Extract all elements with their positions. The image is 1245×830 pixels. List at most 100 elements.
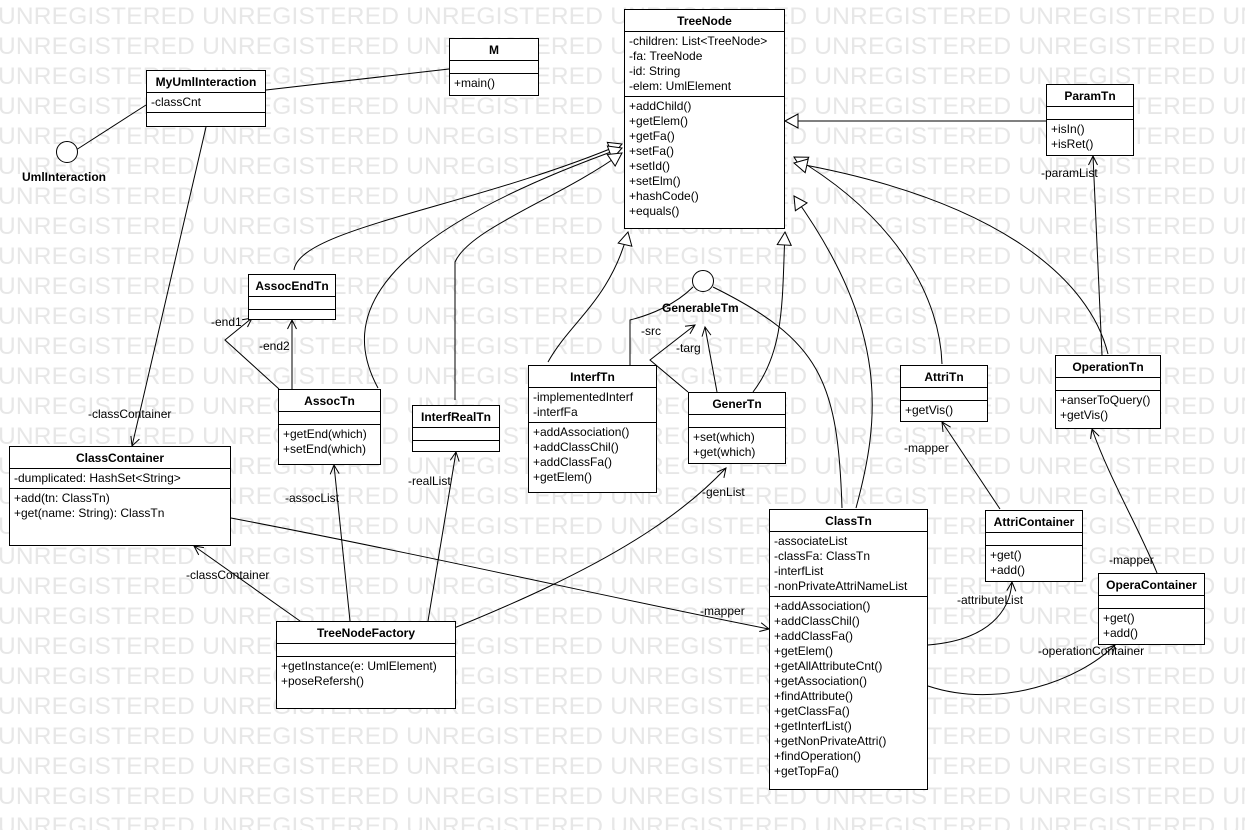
myumlinteraction-ops-section — [147, 113, 265, 125]
attribute-row: -elem: UmlElement — [629, 79, 732, 93]
watermark-line: UNREGISTERED UNREGISTERED UNREGISTERED U… — [0, 753, 1245, 780]
operation-row: +set(which) — [693, 430, 755, 444]
association-arrowhead — [1105, 644, 1116, 655]
watermark-line: UNREGISTERED UNREGISTERED UNREGISTERED U… — [0, 633, 1245, 660]
operation-row: +getEnd(which) — [283, 427, 367, 441]
operation-row: +poseRefersh() — [281, 674, 365, 688]
generalization-line — [293, 143, 623, 271]
class-treenode[interactable]: TreeNode-children: List<TreeNode>-fa: Tr… — [624, 9, 785, 229]
role-label-assoclist: -assocList — [285, 491, 340, 505]
operation-row: +addClassChil() — [774, 614, 860, 628]
class-operacontainer[interactable]: OperaContainer+get()+add() — [1098, 573, 1205, 645]
association-arrowhead — [130, 435, 140, 448]
generalization-line — [793, 195, 873, 509]
watermark-line: UNREGISTERED UNREGISTERED UNREGISTERED U… — [0, 273, 1245, 300]
generalization-line — [364, 147, 623, 389]
role-label-targ: -targ — [676, 341, 701, 355]
operation-row: +getElem() — [533, 470, 593, 484]
role-label-end2: -end2 — [259, 339, 290, 353]
class-interfrealtn[interactable]: InterfRealTn — [412, 405, 500, 452]
watermark-line: UNREGISTERED UNREGISTERED UNREGISTERED U… — [0, 783, 1245, 810]
operationtn-ops-section: +anserToQuery()+getVis() — [1056, 391, 1160, 425]
operation-row: +getVis() — [1060, 408, 1109, 422]
assoctn-attrs-section — [279, 412, 380, 425]
interface-realization-line — [712, 286, 843, 509]
class-paramtn[interactable]: ParamTn+isIn()+isRet() — [1046, 84, 1134, 156]
role-label-src: -src — [641, 324, 661, 338]
operation-row: +getAllAttributeCnt() — [774, 659, 883, 673]
association-line — [1091, 428, 1158, 574]
attribute-row: -fa: TreeNode — [629, 49, 703, 63]
role-label-reallist: -realList — [408, 474, 451, 488]
watermark-line: UNREGISTERED UNREGISTERED UNREGISTERED U… — [0, 3, 1245, 30]
interftn-name: InterfTn — [529, 366, 656, 388]
operation-row: +get() — [1103, 611, 1135, 625]
watermark-line: UNREGISTERED UNREGISTERED UNREGISTERED U… — [0, 33, 1245, 60]
class-genertn[interactable]: GenerTn+set(which)+get(which) — [688, 392, 786, 464]
class-operationtn[interactable]: OperationTn +anserToQuery()+getVis() — [1055, 355, 1161, 429]
operation-row: +getInstance(e: UmlElement) — [281, 659, 437, 673]
assocendtn-ops-section — [249, 310, 335, 322]
classtn-ops-section: +addAssociation()+addClassChil()+addClas… — [770, 597, 927, 781]
class-classtn[interactable]: ClassTn-associateList-classFa: ClassTn-i… — [769, 509, 928, 790]
operationtn-name: OperationTn — [1056, 356, 1160, 378]
attricontainer-attrs-section — [986, 533, 1082, 546]
generalization-arrowhead — [792, 158, 809, 174]
generabletm-interface-icon[interactable] — [692, 270, 714, 292]
operation-row: +setId() — [629, 159, 671, 173]
association-line — [265, 68, 450, 91]
operationtn-attrs-section — [1056, 378, 1160, 391]
association-line — [941, 421, 1001, 510]
myumlinteraction-name: MyUmlInteraction — [147, 71, 265, 93]
operation-row: +main() — [454, 76, 496, 90]
attribute-row: -classCnt — [151, 95, 202, 109]
class-assocendtn[interactable]: AssocEndTn — [248, 274, 336, 320]
operation-row: +get(name: String): ClassTn — [14, 506, 165, 520]
m-attrs-section — [450, 61, 538, 74]
watermark-line: UNREGISTERED UNREGISTERED UNREGISTERED U… — [0, 303, 1245, 330]
attribute-row: -children: List<TreeNode> — [629, 34, 768, 48]
class-classcontainer[interactable]: ClassContainer -dumplicated: HashSet<Stri… — [9, 446, 231, 546]
attribute-row: -classFa: ClassTn — [774, 549, 871, 563]
association-arrowhead — [329, 463, 340, 475]
generalization-arrowhead — [606, 152, 623, 168]
class-atricontainer[interactable]: AttriContainer+get()+add() — [985, 510, 1083, 582]
attribute-row: -dumplicated: HashSet<String> — [14, 471, 181, 485]
classtn-attrs-section: -associateList-classFa: ClassTn-interfLi… — [770, 532, 927, 597]
class-myumlinteraction[interactable]: MyUmlInteraction -classCnt — [146, 70, 266, 127]
association-arrowhead — [1006, 580, 1017, 592]
role-label-genlist: -genList — [702, 485, 745, 499]
operation-row: +isRet() — [1051, 137, 1094, 151]
generalization-arrowhead — [783, 113, 799, 129]
interfrealtn-ops-section — [413, 441, 499, 453]
class-attritn[interactable]: AttriTn+getVis() — [900, 365, 988, 422]
role-label-end1: -end1 — [211, 315, 242, 329]
operation-row: +findOperation() — [774, 749, 862, 763]
interftn-ops-section: +addAssociation()+addClassChil()+addClas… — [529, 423, 656, 487]
class-interftn[interactable]: InterfTn-implementedInterf-interfFa+addA… — [528, 365, 657, 493]
class-m[interactable]: M+main() — [449, 38, 539, 96]
umlinteraction-label: UmlInteraction — [22, 170, 107, 184]
role-label-classcontainer: -classContainer — [186, 568, 270, 582]
class-treenodefactory[interactable]: TreeNodeFactory+getInstance(e: UmlElemen… — [276, 621, 456, 709]
paramtn-attrs-section — [1047, 107, 1133, 120]
paramtn-name: ParamTn — [1047, 85, 1133, 107]
classcontainer-name: ClassContainer — [10, 447, 230, 469]
attribute-row: -interfList — [774, 564, 824, 578]
genertn-ops-section: +set(which)+get(which) — [689, 428, 785, 462]
watermark-line: UNREGISTERED UNREGISTERED UNREGISTERED U… — [0, 213, 1245, 240]
operation-row: +getElem() — [629, 114, 689, 128]
association-line — [131, 126, 207, 447]
association-line — [649, 324, 696, 393]
class-assoctn[interactable]: AssocTn+getEnd(which)+setEnd(which) — [278, 389, 381, 465]
association-line — [1092, 155, 1103, 356]
role-label-mapper: -mapper — [700, 604, 745, 618]
association-arrowhead — [941, 421, 951, 433]
umlinteraction-interface-icon[interactable] — [56, 141, 78, 163]
operation-row: +addClassChil() — [533, 440, 619, 454]
interfrealtn-attrs-section — [413, 428, 499, 441]
attritn-name: AttriTn — [901, 366, 987, 388]
attribute-row: -id: String — [629, 64, 681, 78]
classcontainer-ops-section: +add(tn: ClassTn)+get(name: String): Cla… — [10, 489, 230, 523]
